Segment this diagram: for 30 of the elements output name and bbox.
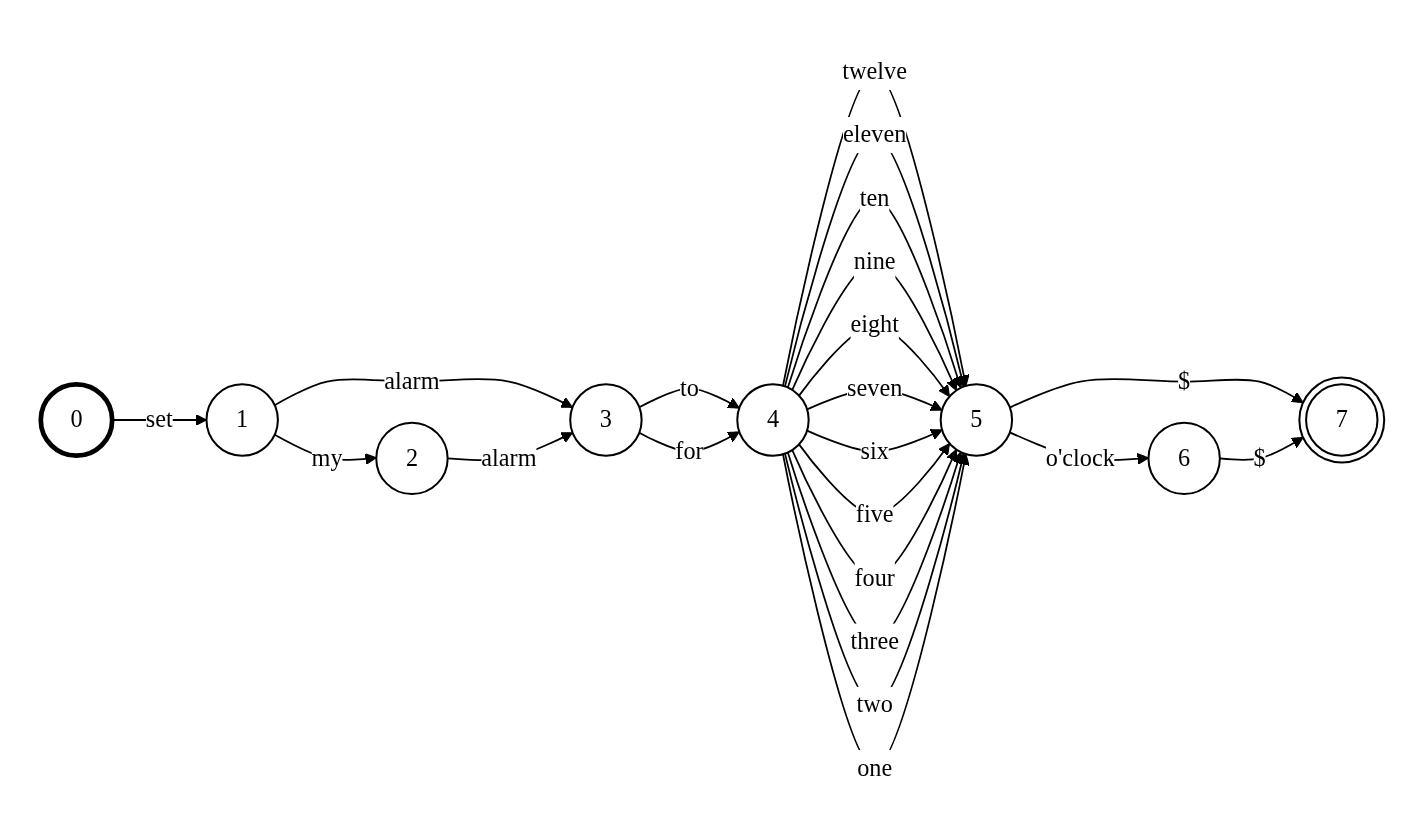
edge-label: alarm <box>384 367 440 395</box>
edge-label: $ <box>1253 444 1266 472</box>
node-circle: 4 <box>736 383 810 457</box>
edge-label: to <box>680 374 699 402</box>
node-circle: 0 <box>38 381 115 459</box>
edge-label: four <box>854 564 895 592</box>
node-circle: 1 <box>205 383 279 457</box>
edge-label: twelve <box>842 57 907 85</box>
edge-label: my <box>311 444 343 472</box>
edge-label: nine <box>853 247 896 275</box>
node-circle: 6 <box>1147 421 1221 496</box>
node-circle: 2 <box>375 421 449 496</box>
edge-label: set <box>145 405 173 433</box>
edge-label: six <box>860 437 889 465</box>
edge-label: eleven <box>843 120 907 148</box>
edge-label: ten <box>859 184 890 212</box>
edge-label: one <box>857 754 893 782</box>
edge-label: $ <box>1178 367 1191 395</box>
edge-label: seven <box>847 374 903 402</box>
node-circle: 7 <box>1298 376 1386 464</box>
edge-label: for <box>675 437 704 465</box>
edge-label: five <box>855 500 894 528</box>
edge-label: eight <box>850 310 899 338</box>
edge-label: three <box>850 627 899 655</box>
node-circle: 3 <box>569 383 643 457</box>
node-circle: 5 <box>939 383 1014 457</box>
edge-label: two <box>856 690 893 718</box>
arrow <box>1009 378 1304 409</box>
edge-label: alarm <box>481 444 537 472</box>
edge-label: o'clock <box>1045 444 1115 472</box>
